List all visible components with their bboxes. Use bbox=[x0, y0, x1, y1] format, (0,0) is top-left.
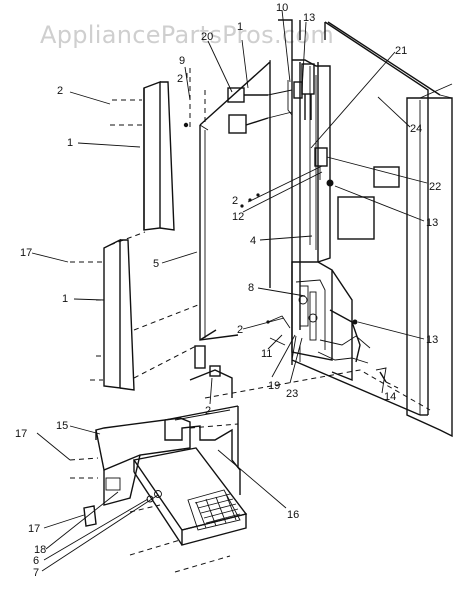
callout-labels: 2 1 17 1 5 9 2 20 1 10 13 21 24 22 13 2 … bbox=[15, 2, 441, 579]
label-decal-large bbox=[337, 196, 375, 240]
callout-2: 2 bbox=[205, 405, 211, 417]
watermark: AppliancePartsPros.com bbox=[40, 21, 334, 49]
hinge-bracket bbox=[189, 345, 233, 398]
callout-10: 10 bbox=[276, 2, 288, 14]
callout-9: 9 bbox=[179, 55, 185, 67]
callout-23: 23 bbox=[286, 388, 298, 400]
callout-5: 5 bbox=[153, 258, 159, 270]
damper-control bbox=[227, 80, 303, 134]
callout-1: 1 bbox=[67, 137, 73, 149]
callout-4: 4 bbox=[250, 235, 256, 247]
cabinet-right-side bbox=[406, 83, 453, 438]
dashed-leader bbox=[129, 539, 181, 556]
callout-19: 19 bbox=[268, 380, 280, 392]
wire-clip bbox=[269, 337, 286, 346]
mounting-frame bbox=[164, 405, 241, 495]
dashed-leader bbox=[109, 231, 146, 246]
dashed-leader bbox=[174, 555, 231, 573]
callout-2: 2 bbox=[177, 73, 183, 85]
callout-22: 22 bbox=[429, 181, 441, 193]
callout-12: 12 bbox=[232, 211, 244, 223]
left-upper-panel bbox=[143, 80, 175, 231]
evaporator-duct-channel bbox=[292, 59, 331, 330]
dashed-leader bbox=[133, 304, 199, 331]
callout-7: 7 bbox=[33, 567, 39, 579]
top-bracket bbox=[301, 63, 315, 120]
callout-13: 13 bbox=[426, 334, 438, 346]
callout-18: 18 bbox=[34, 544, 46, 556]
callout-leaders bbox=[31, 9, 428, 572]
callout-1: 1 bbox=[237, 21, 243, 33]
callout-11: 11 bbox=[261, 348, 272, 360]
callout-6: 6 bbox=[33, 555, 39, 567]
callout-8: 8 bbox=[248, 282, 254, 294]
louvered-grille bbox=[132, 447, 248, 546]
dashed-leader bbox=[204, 369, 431, 411]
screw-markers bbox=[183, 122, 358, 325]
left-lower-panel bbox=[103, 238, 135, 391]
callout-2: 2 bbox=[232, 195, 238, 207]
callout-17: 17 bbox=[28, 523, 40, 535]
callout-24: 24 bbox=[410, 123, 422, 135]
callout-2: 2 bbox=[57, 85, 63, 97]
dashed-leader bbox=[133, 344, 199, 379]
cabinet-back-wall bbox=[278, 19, 441, 416]
callout-15: 15 bbox=[56, 420, 68, 432]
callout-20: 20 bbox=[201, 31, 213, 43]
clip-part bbox=[83, 505, 97, 527]
callout-21: 21 bbox=[395, 45, 407, 57]
dashed-leader bbox=[129, 504, 161, 513]
callout-2: 2 bbox=[237, 324, 243, 336]
callout-17: 17 bbox=[15, 428, 27, 440]
callout-13: 13 bbox=[303, 12, 315, 24]
label-decal-small bbox=[373, 166, 400, 188]
compressor-compartment bbox=[291, 261, 371, 382]
callout-14: 14 bbox=[384, 391, 396, 403]
wire-clip bbox=[267, 315, 291, 329]
callout-13: 13 bbox=[426, 217, 438, 229]
mid-bracket bbox=[314, 147, 328, 180]
dashed-leader bbox=[69, 457, 99, 461]
callout-16: 16 bbox=[287, 509, 299, 521]
floor-screw bbox=[375, 367, 399, 389]
rear-access-panel bbox=[95, 417, 239, 506]
callout-1: 1 bbox=[62, 293, 68, 305]
callout-17: 17 bbox=[20, 247, 32, 259]
